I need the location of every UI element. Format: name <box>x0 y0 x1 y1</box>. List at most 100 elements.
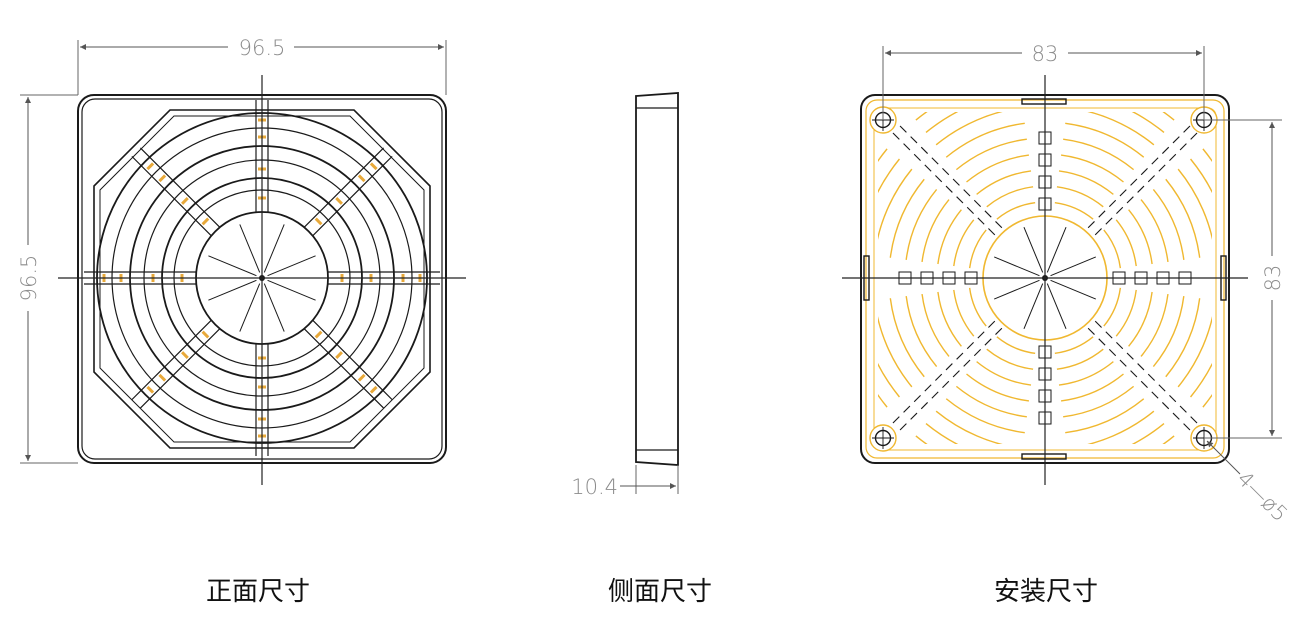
mount-arc <box>1202 148 1212 252</box>
mount-arc <box>1115 219 1137 267</box>
mount-arc <box>1056 186 1104 208</box>
mount-arc <box>953 289 975 337</box>
mount-arc <box>1063 385 1135 418</box>
mount-width-label: 83 <box>1032 42 1059 66</box>
mount-arc <box>915 112 1019 121</box>
mount-hub-line <box>1046 283 1067 330</box>
mount-arc <box>878 168 913 256</box>
grille-slot <box>201 217 210 226</box>
mount-arc <box>921 199 950 263</box>
grille-slot <box>335 351 343 359</box>
grille-spoke <box>312 155 393 236</box>
mount-arc <box>996 336 1036 355</box>
side-thickness-label: 10.4 <box>571 475 618 499</box>
mount-arc <box>976 361 1032 386</box>
mount-arc <box>1152 188 1185 260</box>
mount-hub-line <box>1050 256 1097 277</box>
mount-arc <box>1067 112 1155 146</box>
mount-hub-line <box>1023 226 1044 273</box>
mount-hub-line <box>993 279 1040 300</box>
mount-arc <box>1177 300 1212 388</box>
mount-diag-spoke <box>1087 122 1194 229</box>
hole-callout-label: 4—ø5 <box>1232 467 1292 527</box>
mount-arc <box>925 112 1021 133</box>
grille-slot <box>357 174 366 183</box>
mount-arc <box>986 348 1034 370</box>
grille-slot <box>158 373 167 382</box>
mount-arc <box>1140 199 1169 263</box>
side-caption: 侧面尺寸 <box>608 577 712 607</box>
grille-spoke <box>131 155 212 236</box>
mount-arc <box>1060 154 1124 183</box>
mount-diag-spoke <box>896 327 1003 434</box>
mount-arc <box>1189 302 1212 398</box>
grille-slot <box>357 373 366 382</box>
hub-line <box>208 279 257 301</box>
front-caption: 正面尺寸 <box>206 577 310 607</box>
mount-diag-spoke <box>1094 320 1201 427</box>
grille-slot <box>314 217 323 226</box>
mount-arc <box>1058 361 1114 386</box>
mount-arc <box>878 158 900 254</box>
front-octagon <box>93 109 431 449</box>
mount-arc <box>945 398 1025 434</box>
front-view: 96.5 96.5 正面尺寸 <box>16 35 466 607</box>
mount-arc <box>1063 138 1135 171</box>
mount-arc <box>1177 168 1212 256</box>
mount-arc <box>1071 435 1175 444</box>
mount-arc <box>937 209 962 265</box>
mount-arc <box>1128 291 1153 347</box>
mount-arc <box>937 291 962 347</box>
mount-arc <box>1152 296 1185 368</box>
mount-arc <box>921 293 950 357</box>
mount-arc <box>1165 298 1201 378</box>
mount-arc <box>986 186 1034 208</box>
mount-arc <box>1140 293 1169 357</box>
side-view: 10.4 侧面尺寸 <box>571 92 712 607</box>
hub-line <box>267 255 316 277</box>
mount-arc <box>1058 170 1114 195</box>
mount-arc <box>955 385 1027 418</box>
grille-spoke <box>139 328 220 409</box>
hub-line <box>239 224 261 273</box>
mount-hub-line <box>993 256 1040 277</box>
mount-arc <box>889 298 925 378</box>
mount-arc <box>1215 139 1263 250</box>
grille-slot <box>146 162 155 171</box>
mount-arc <box>827 307 875 418</box>
hub-line <box>263 224 285 273</box>
mount-arc <box>1074 448 1185 496</box>
mount-arc <box>889 178 925 258</box>
mount-height-label: 83 <box>1261 265 1285 292</box>
mount-arc <box>935 410 1023 444</box>
mount-arc <box>1202 304 1212 408</box>
grille-slot <box>146 385 155 394</box>
mount-arc <box>905 188 938 260</box>
mount-arc <box>878 304 888 408</box>
mount-arc <box>878 148 888 252</box>
grille-spoke <box>304 328 385 409</box>
mount-arc <box>976 170 1032 195</box>
grille-spoke <box>304 147 385 228</box>
hub-line <box>239 283 261 332</box>
hole-leader-line <box>1206 440 1241 475</box>
mount-arc <box>906 448 1017 496</box>
mount-diag-spoke <box>1094 129 1201 236</box>
grille-spoke <box>131 320 212 401</box>
mount-arc <box>968 287 987 327</box>
hub-line <box>267 279 316 301</box>
mount-arc <box>1067 410 1155 444</box>
front-height-label: 96.5 <box>17 255 41 302</box>
mount-hub-line <box>1050 279 1097 300</box>
mount-arc <box>1215 307 1263 418</box>
mount-arc <box>953 219 975 267</box>
grille-slot <box>369 162 378 171</box>
grille-spoke <box>139 147 220 228</box>
grille-spoke <box>312 320 393 401</box>
mount-arc <box>955 138 1027 171</box>
mount-arc <box>1071 112 1175 121</box>
mount-arc <box>1128 209 1153 265</box>
grille-slot <box>158 174 167 183</box>
mount-arc <box>878 302 900 398</box>
